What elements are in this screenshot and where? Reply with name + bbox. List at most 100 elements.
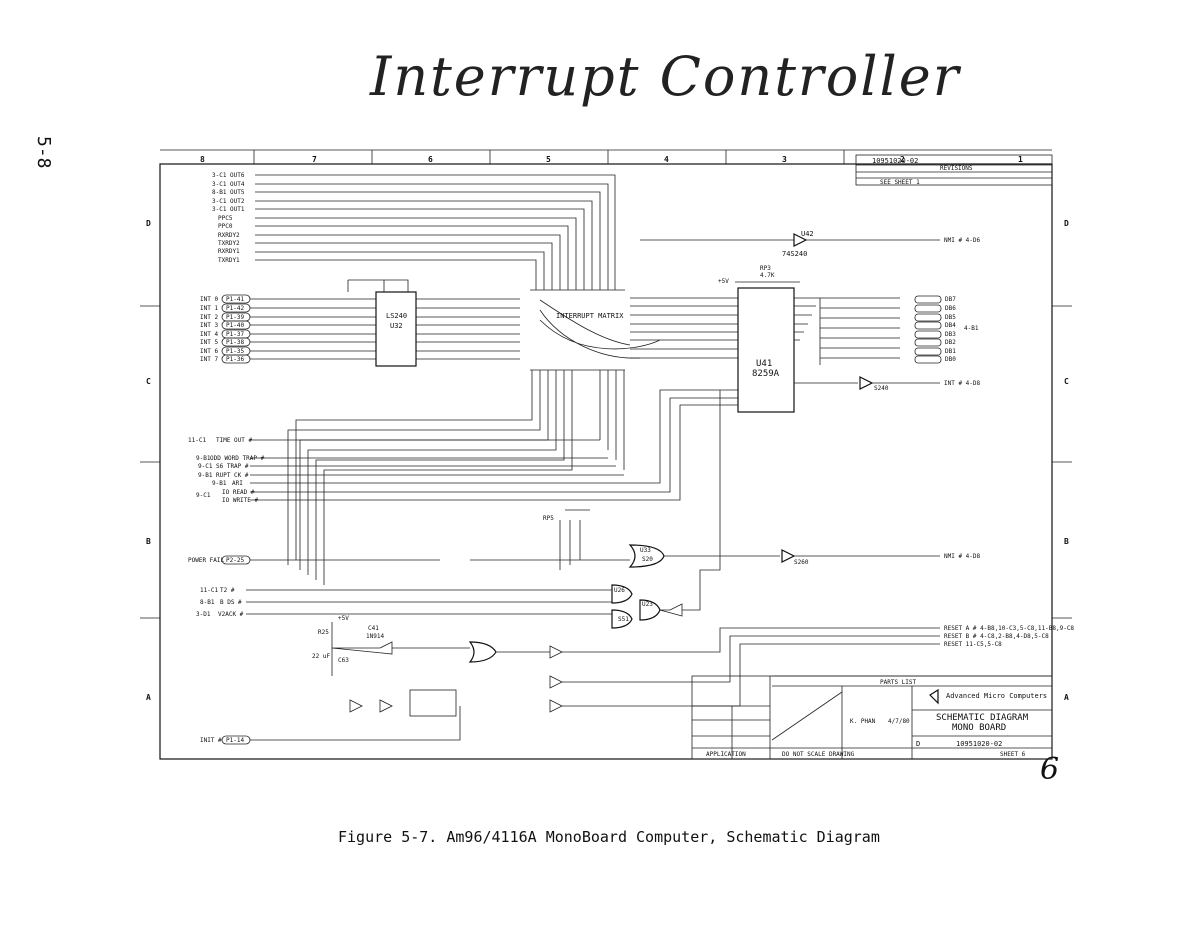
u41-part: 8259A xyxy=(752,369,780,379)
application-label: APPLICATION xyxy=(706,751,746,758)
svg-text:DB2: DB2 xyxy=(945,339,956,346)
svg-text:DB3: DB3 xyxy=(945,331,956,338)
zone-row-c-left: C xyxy=(146,377,151,386)
svg-text:9-B1: 9-B1 xyxy=(212,480,227,487)
svg-text:B DS #: B DS # xyxy=(220,599,242,606)
svg-text:9-B1: 9-B1 xyxy=(198,472,213,479)
rpack-value: 4.7K xyxy=(760,272,775,279)
cap2-ref: C63 xyxy=(338,657,349,664)
u26-ref: U26 xyxy=(614,587,625,594)
rp5-label: RP5 xyxy=(543,515,554,522)
title-line-2: MONO BOARD xyxy=(952,723,1006,733)
drawn-by: K. PHAN xyxy=(850,718,876,725)
zone-col-3: 3 xyxy=(782,155,787,164)
u33-gate xyxy=(628,544,665,568)
svg-text:4-B1: 4-B1 xyxy=(964,325,979,332)
reset-nor-gate xyxy=(468,641,497,663)
svg-text:INT 1: INT 1 xyxy=(200,305,218,312)
zone-col-7: 7 xyxy=(312,155,317,164)
revisions-label: REVISIONS xyxy=(940,165,973,172)
left-signal: 3-C1 OUT6 xyxy=(212,172,245,179)
svg-text:DB0: DB0 xyxy=(945,356,956,363)
svg-text:3-D1: 3-D1 xyxy=(196,611,211,618)
int-output-label: INT # 4-D8 xyxy=(944,380,981,387)
svg-text:11-C1: 11-C1 xyxy=(200,587,218,594)
title-line-1: SCHEMATIC DIAGRAM xyxy=(936,713,1029,723)
init-label: INIT # xyxy=(200,737,222,744)
reset-latch xyxy=(409,689,457,717)
svg-text:RESET B # 4-C8,2-B8,4-D8,5-C8: RESET B # 4-C8,2-B8,4-D8,5-C8 xyxy=(944,633,1049,640)
zone-col-5: 5 xyxy=(546,155,551,164)
init-pin: P1-14 xyxy=(226,737,244,744)
dwg-number: 10951020-02 xyxy=(956,740,1002,748)
svg-text:INT 0: INT 0 xyxy=(200,296,218,303)
zone-row-a-left: A xyxy=(146,693,151,702)
parts-list-label: PARTS LIST xyxy=(880,679,917,686)
zone-row-a-right: A xyxy=(1064,693,1069,702)
svg-text:P1-42: P1-42 xyxy=(226,305,244,312)
u42-part: 74S240 xyxy=(782,250,807,258)
svg-text:ODD WORD TRAP #: ODD WORD TRAP # xyxy=(210,455,265,462)
svg-text:P1-41: P1-41 xyxy=(226,296,244,303)
sheet-label: SHEET 6 xyxy=(1000,751,1026,758)
left-signal: 3-C1 OUT2 xyxy=(212,198,245,205)
ppc-label: PPC0 xyxy=(218,223,233,230)
reset-outputs: RESET A # 4-B8,10-C3,5-C8,11-B8,9-C8 RES… xyxy=(944,625,1074,648)
s260-label: S260 xyxy=(794,559,809,566)
svg-text:T2 #: T2 # xyxy=(220,587,235,594)
svg-text:8-B1: 8-B1 xyxy=(200,599,215,606)
svg-text:P1-39: P1-39 xyxy=(226,314,244,321)
data-bus-labels: DB7 DB6 DB5 DB4 DB3 DB2 DB1 DB0 4-B1 xyxy=(945,296,979,363)
left-signal-labels: 3-C1 OUT6 3-C1 OUT4 8-B1 OUT5 3-C1 OUT2 … xyxy=(212,172,245,264)
svg-text:RESET A # 4-B8,10-C3,5-C8,11-B: RESET A # 4-B8,10-C3,5-C8,11-B8,9-C8 xyxy=(944,625,1074,632)
zone-col-6: 6 xyxy=(428,155,433,164)
interrupt-matrix: INTERRUPT MATRIX xyxy=(530,289,661,371)
power-fail-label: POWER FAIL xyxy=(188,557,225,564)
svg-text:P1-35: P1-35 xyxy=(226,348,244,355)
matrix-label: INTERRUPT MATRIX xyxy=(556,312,624,320)
u23-ref: U23 xyxy=(642,601,653,608)
serial-label: TXRDY2 xyxy=(218,240,240,247)
svg-text:11-C1: 11-C1 xyxy=(188,437,206,444)
svg-text:INT 5: INT 5 xyxy=(200,339,218,346)
zone-row-d-right: D xyxy=(1064,219,1069,228)
int-buffer xyxy=(859,376,874,390)
svg-text:P1-36: P1-36 xyxy=(226,356,244,363)
u33-part: S20 xyxy=(642,556,653,563)
zone-col-8: 8 xyxy=(200,155,205,164)
left-signal: 3-C1 OUT4 xyxy=(212,181,245,188)
zone-row-d-left: D xyxy=(146,219,151,228)
vcc-label: +5V xyxy=(718,278,729,285)
u26-gate xyxy=(611,584,633,604)
svg-text:IO READ #: IO READ # xyxy=(222,489,255,496)
svg-text:DB1: DB1 xyxy=(945,348,956,355)
svg-text:9-B1: 9-B1 xyxy=(196,455,211,462)
svg-text:P1-38: P1-38 xyxy=(226,339,244,346)
svg-text:P1-40: P1-40 xyxy=(226,322,244,329)
company-name: Advanced Micro Computers xyxy=(946,692,1047,700)
cap-ref: C41 xyxy=(368,625,379,632)
do-not-scale: DO NOT SCALE DRAWING xyxy=(782,751,855,758)
revision-drawing-number: 10951020-02 xyxy=(872,157,918,165)
svg-text:IO WRITE #: IO WRITE # xyxy=(222,497,259,504)
ppc-label: PPC5 xyxy=(218,215,233,222)
svg-text:DB7: DB7 xyxy=(945,296,956,303)
svg-text:ARI: ARI xyxy=(232,480,243,487)
revision-block xyxy=(855,154,1053,186)
schematic-border xyxy=(159,163,1053,760)
u33-ref: U33 xyxy=(640,547,651,554)
figure-caption: Figure 5-7. Am96/4116A MonoBoard Compute… xyxy=(338,828,880,846)
svg-text:P1-37: P1-37 xyxy=(226,331,244,338)
serial-label: TXRDY1 xyxy=(218,257,240,264)
svg-text:V2ACK #: V2ACK # xyxy=(218,611,244,618)
u42-ref: U42 xyxy=(801,230,814,238)
u32-ref: U32 xyxy=(390,322,403,330)
title-block: PARTS LIST Advanced Micro Computers SCHE… xyxy=(691,675,1053,760)
sheet-circled-number: 6 xyxy=(1040,752,1060,787)
serial-label: RXRDY1 xyxy=(218,248,240,255)
svg-text:9-C1: 9-C1 xyxy=(196,492,211,499)
vcc-label-2: +5V xyxy=(338,615,349,622)
u41-chip xyxy=(737,287,795,413)
svg-text:DB4: DB4 xyxy=(945,322,956,329)
